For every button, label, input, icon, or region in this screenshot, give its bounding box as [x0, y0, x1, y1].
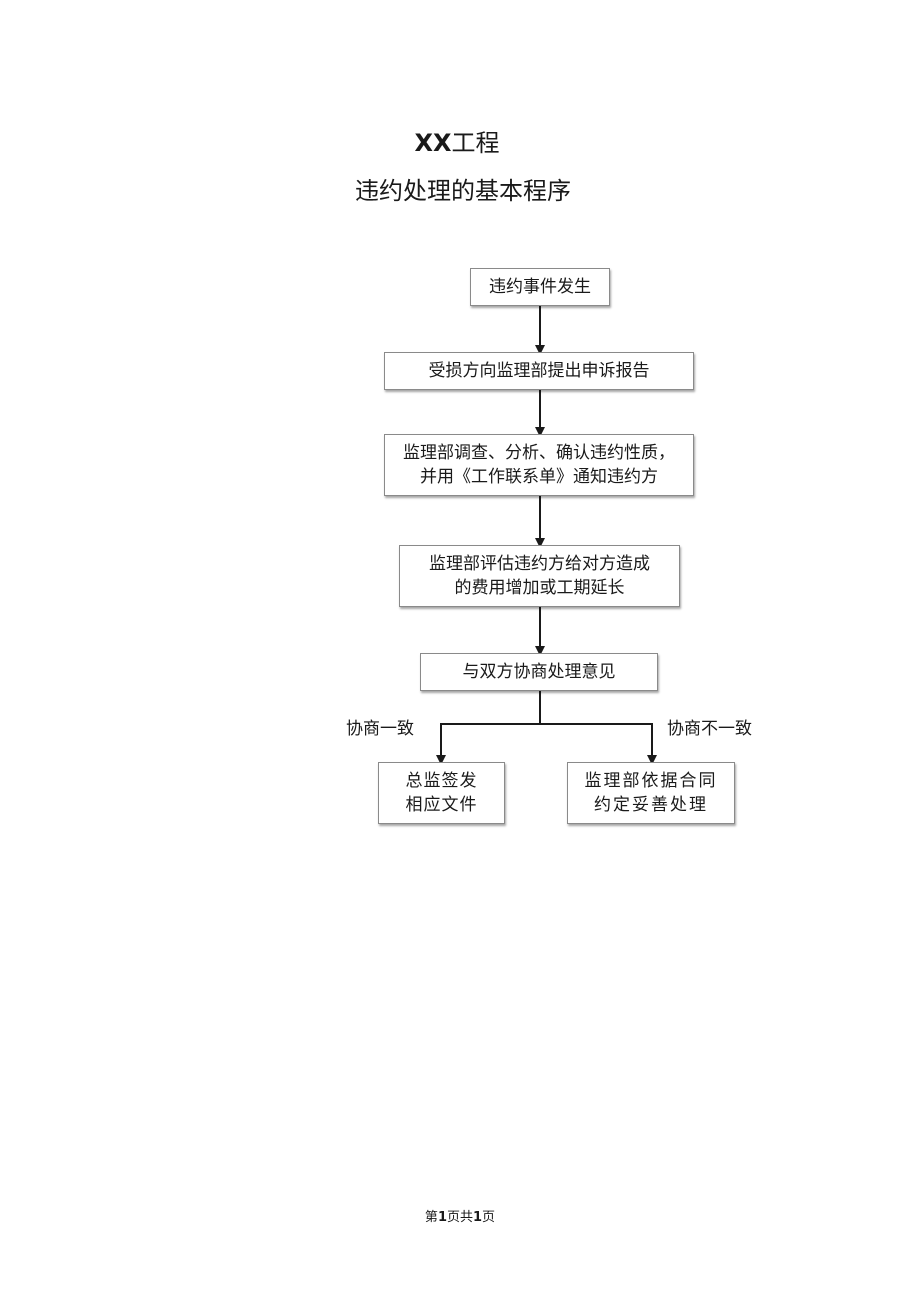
flow-step-text-line2: 相应文件	[405, 795, 478, 815]
flow-step-text: 与双方协商处理意见	[462, 662, 616, 682]
flow-step-handle-per-contract: 监理部依据合同 约定妥善处理	[567, 762, 735, 824]
flow-step-text: 受损方向监理部提出申诉报告	[428, 361, 650, 381]
flow-step-negotiate: 与双方协商处理意见	[420, 653, 658, 691]
document-title: XX工程	[0, 128, 920, 158]
branch-label-disagreement: 协商不一致	[667, 719, 752, 739]
flow-step-text-line2: 约定妥善处理	[594, 795, 708, 815]
flow-step-text-line1: 总监签发	[405, 771, 478, 791]
flow-step-text-line1: 监理部评估违约方给对方造成	[429, 554, 650, 574]
flow-step-violation-occurs: 违约事件发生	[470, 268, 610, 306]
branch-label-agreement: 协商一致	[346, 719, 414, 739]
flow-step-text: 违约事件发生	[489, 277, 591, 297]
page-number-current: 1	[437, 1210, 447, 1225]
page-number: 第1页共1页	[0, 1210, 920, 1226]
page-number-total: 1	[473, 1210, 483, 1225]
flow-step-investigate-confirm: 监理部调查、分析、确认违约性质， 并用《工作联系单》通知违约方	[384, 434, 694, 496]
flow-step-text-line2: 的费用增加或工期延长	[454, 578, 625, 598]
flow-step-chief-issues-document: 总监签发 相应文件	[378, 762, 505, 824]
title-project-code: XX	[414, 129, 452, 157]
document-subtitle: 违约处理的基本程序	[355, 177, 571, 205]
flow-step-text-line1: 监理部调查、分析、确认违约性质，	[403, 443, 675, 463]
flow-step-text-line1: 监理部依据合同	[584, 771, 718, 791]
title-project-word: 工程	[451, 129, 500, 157]
page-number-suffix: 页	[482, 1210, 496, 1225]
flow-step-submit-complaint: 受损方向监理部提出申诉报告	[384, 352, 694, 390]
flow-step-assess-cost: 监理部评估违约方给对方造成 的费用增加或工期延长	[399, 545, 680, 607]
page-number-middle: 页共	[446, 1210, 473, 1225]
page-number-prefix: 第	[424, 1210, 438, 1225]
flow-step-text-line2: 并用《工作联系单》通知违约方	[420, 467, 658, 487]
